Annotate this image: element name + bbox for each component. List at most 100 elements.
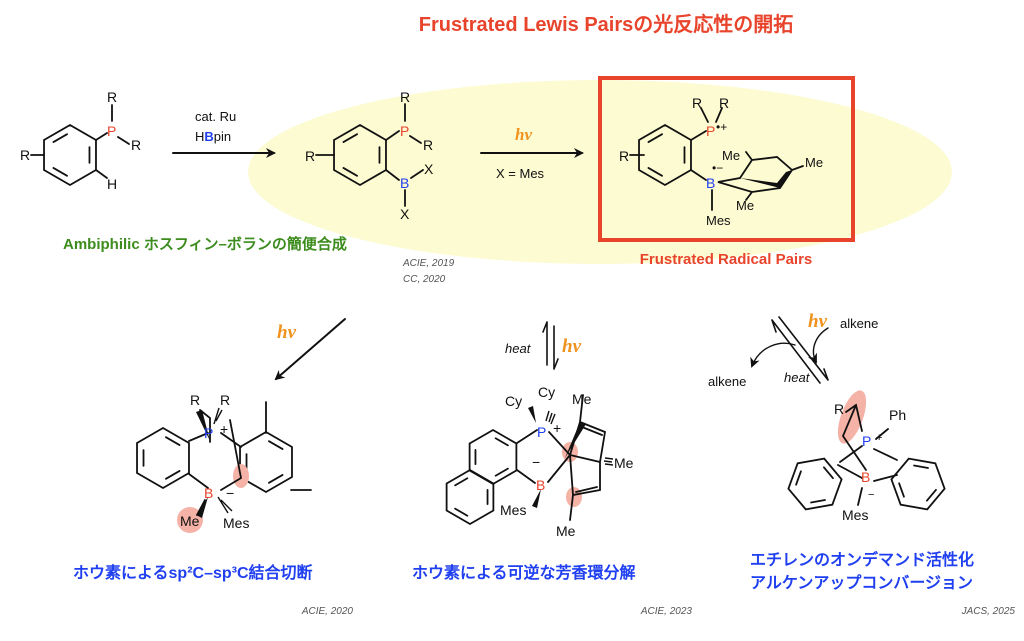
- mesityl-label: Mes: [842, 507, 868, 523]
- charge-plus: +: [220, 421, 228, 437]
- benzene-ring: [239, 430, 293, 494]
- charge-minus: −: [226, 485, 234, 501]
- frustrated-radical-pair: P •+ R R B •− Me Me Me Mes R: [619, 95, 823, 228]
- caption-frustrated-radical-pairs: Frustrated Radical Pairs: [640, 251, 813, 268]
- reagent-pin: pin: [214, 129, 231, 144]
- x-label: X: [424, 161, 434, 177]
- methyl-label: Me: [556, 523, 576, 539]
- alkene-label: alkene: [708, 374, 746, 389]
- charge-minus: −: [532, 454, 540, 470]
- radical-anion-label: •−: [712, 161, 723, 175]
- phenyl-label: Ph: [889, 407, 906, 423]
- double-bond: [52, 133, 68, 143]
- methyl-label: Me: [180, 513, 200, 529]
- reference: ACIE, 2019: [402, 258, 455, 269]
- boron-label: B: [861, 469, 870, 485]
- r-label: R: [190, 392, 200, 408]
- reagent-h: H: [195, 129, 204, 144]
- caption-alkene-upconversion: アルケンアップコンバージョン: [750, 573, 973, 592]
- phosphine-starting-material: P R R H R: [20, 89, 141, 192]
- charge-plus: +: [553, 420, 561, 436]
- r-label: R: [619, 148, 629, 164]
- equilibrium-arrows: [542, 321, 559, 370]
- light-hv-label: hν: [562, 336, 582, 357]
- r-label: R: [107, 89, 117, 105]
- r-label: R: [834, 401, 844, 417]
- double-bond: [925, 488, 937, 502]
- reference: JACS, 2025: [961, 606, 1016, 617]
- r-label: R: [719, 95, 729, 111]
- phosphorus-label: P: [862, 433, 871, 449]
- double-bond: [898, 482, 905, 498]
- double-bond: [268, 440, 284, 450]
- reagent-hbpin: HBpin: [195, 129, 231, 144]
- reference: ACIE, 2020: [301, 606, 354, 617]
- double-bond: [494, 467, 509, 477]
- caption-ambiphilic-synthesis: Ambiphilic ホスフィン–ボランの簡便合成: [63, 235, 347, 253]
- double-bond: [342, 167, 358, 177]
- mesityl-label: Mes: [706, 213, 731, 228]
- double-bond: [647, 167, 663, 177]
- benzene-ring: [136, 426, 190, 490]
- double-bond: [494, 437, 509, 447]
- double-bond: [165, 470, 181, 480]
- boracycle-product: P + R R B − Me Mes: [177, 392, 312, 533]
- caption-aromatic-ring-cleavage: ホウ素による可逆な芳香環分解: [412, 563, 636, 582]
- phosphorus-label: P: [537, 424, 546, 440]
- mesityl-label: Mes: [500, 502, 526, 518]
- alkene-label: alkene: [840, 316, 878, 331]
- radical-pair-box: [598, 76, 855, 242]
- charge-minus: −: [868, 489, 874, 501]
- dearomatized-product: P + B − Cy Cy Me Me Me Mes: [500, 384, 634, 539]
- benzene-ring: [468, 428, 518, 486]
- double-bond: [822, 466, 834, 480]
- methyl-label: Me: [805, 155, 823, 170]
- reagent-b: B: [204, 129, 213, 144]
- double-bond: [454, 477, 469, 487]
- mesityl-label: Mes: [223, 515, 249, 531]
- x-label: X: [400, 206, 410, 222]
- reagent-cat-ru: cat. Ru: [195, 109, 236, 124]
- heat-label: heat: [784, 370, 811, 385]
- double-bond: [165, 436, 181, 446]
- light-hv-label: hν: [808, 311, 828, 332]
- double-bond: [52, 167, 68, 177]
- heat-label: heat: [505, 341, 532, 356]
- reference: CC, 2020: [403, 274, 446, 285]
- boron-label: B: [400, 175, 409, 191]
- boron-label: B: [204, 485, 213, 501]
- phosphorus-label: P: [400, 123, 409, 139]
- r-label: R: [305, 148, 315, 164]
- equilibrium-arrows: [750, 316, 829, 384]
- boron-label: B: [536, 477, 545, 493]
- r-label: R: [400, 89, 410, 105]
- benzene-ring: [787, 457, 843, 511]
- phosphorus-label: P: [204, 425, 213, 441]
- methyl-label: Me: [722, 148, 740, 163]
- caption-bond-cleavage: ホウ素によるsp²C–sp³C結合切断: [73, 563, 313, 582]
- highlight-methyl: [177, 507, 203, 533]
- double-bond: [454, 507, 469, 517]
- r-label: R: [20, 147, 30, 163]
- charge-plus: +: [876, 432, 882, 444]
- double-bond: [268, 474, 284, 484]
- reference: ACIE, 2023: [640, 606, 693, 617]
- cyclohexyl-label: Cy: [505, 393, 522, 409]
- phosphorus-label: P: [706, 123, 715, 139]
- highlight-carbon: [566, 487, 582, 507]
- phosphine-borane: P R R B X X R: [305, 89, 434, 222]
- r-label: R: [423, 137, 433, 153]
- caption-ethylene-activation: エチレンのオンデマンド活性化: [750, 550, 974, 569]
- r-label: R: [692, 95, 702, 111]
- benzene-ring: [43, 123, 97, 187]
- benzene-ring: [890, 457, 946, 511]
- cyclohexyl-label: Cy: [538, 384, 555, 400]
- boron-label: B: [706, 175, 715, 191]
- r-label: R: [131, 137, 141, 153]
- radical-cation-label: •+: [716, 120, 727, 134]
- methyl-label: Me: [614, 455, 634, 471]
- double-bond: [913, 464, 929, 469]
- double-bond: [342, 133, 358, 143]
